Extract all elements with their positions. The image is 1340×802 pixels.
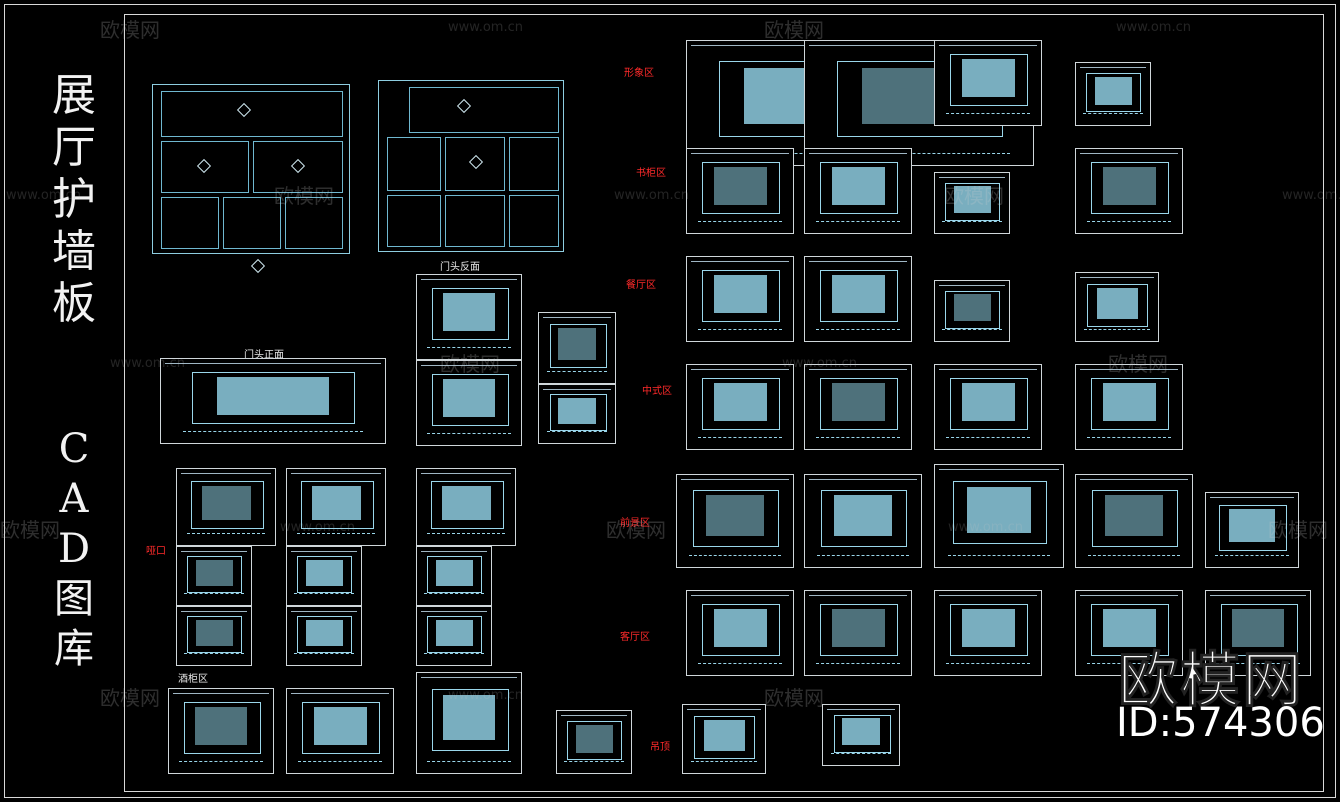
subtitle-char: D (57, 526, 91, 572)
drawing-sheet (286, 546, 362, 606)
drawing-sheet (1075, 148, 1183, 234)
drawing-sheet (556, 710, 632, 774)
drawing-sheet (176, 606, 252, 666)
watermark-brand: 欧模网 (440, 352, 500, 376)
drawing-sheet (1075, 272, 1159, 342)
drawing-sheet (686, 148, 794, 234)
drawing-sheet (538, 384, 616, 444)
drawing-sheet (934, 590, 1042, 676)
drawing-sheet (416, 360, 522, 446)
drawing-sheet (538, 312, 616, 384)
caption-door-back: 门头反面 (440, 262, 480, 273)
drawing-sheet (804, 364, 912, 450)
drawing-sheet (286, 468, 386, 546)
id-label: ID:574306 (1116, 700, 1325, 746)
watermark-brand: 欧模网 (1268, 518, 1328, 542)
watermark-url: www.om.cn (6, 188, 81, 203)
drawing-sheet (416, 468, 516, 546)
vertical-title: 展 厅 护 墙 板 (46, 70, 102, 330)
outer-frame (4, 4, 1336, 798)
zone-label-living: 客厅区 (620, 632, 650, 643)
zone-label-bedside: 前景区 (620, 518, 650, 529)
subtitle-char: A (59, 476, 89, 522)
watermark-url: www.om.cn (1282, 188, 1340, 203)
watermark-url: www.om.cn (614, 188, 689, 203)
drawing-sheet (1075, 62, 1151, 126)
floor-plan-left (152, 84, 350, 274)
drawing-sheet (1075, 590, 1183, 676)
drawing-sheet (804, 148, 912, 234)
watermark-url: www.om.cn (110, 356, 185, 371)
drawing-sheet (686, 364, 794, 450)
drawing-sheet (804, 590, 912, 676)
drawing-sheet (1075, 474, 1193, 568)
drawing-sheet (1205, 590, 1311, 676)
title-char: 厅 (52, 122, 96, 173)
watermark-url: www.om.cn (448, 20, 523, 35)
watermark-brand: 欧模网 (764, 18, 824, 42)
watermark-brand: 欧模网 (764, 686, 824, 710)
watermark-brand: 欧模网 (1108, 352, 1168, 376)
caption-door-front: 门头正面 (244, 350, 284, 361)
vertical-subtitle: C A D 图 库 (46, 424, 102, 674)
watermark-brand: 欧模网 (274, 184, 334, 208)
watermark-url: www.om.cn (1116, 20, 1191, 35)
watermark-url: www.om.cn (280, 520, 355, 535)
title-char: 板 (52, 278, 96, 329)
drawing-sheet (934, 464, 1064, 568)
drawing-sheet (686, 590, 794, 676)
drawing-sheet (416, 274, 522, 360)
drawing-sheet (160, 358, 386, 444)
drawing-sheet (1075, 364, 1183, 450)
drawing-sheet (676, 474, 794, 568)
zone-label-bookcase: 书柜区 (636, 168, 666, 179)
watermark-url: www.om.cn (782, 356, 857, 371)
drawing-sheet (416, 546, 492, 606)
subtitle-char: C (58, 426, 90, 472)
floor-plan-right (378, 80, 564, 252)
zone-label-chinese: 中式区 (642, 386, 672, 397)
watermark-brand: 欧模网 (100, 18, 160, 42)
zone-label-image: 形象区 (624, 68, 654, 79)
drawing-sheet (286, 688, 394, 774)
brand-logo: 欧模网 (1118, 646, 1304, 717)
drawing-sheet (1205, 492, 1299, 568)
watermark-brand: 欧模网 (606, 518, 666, 542)
watermark-brand: 欧模网 (944, 184, 1004, 208)
drawing-sheet (934, 40, 1042, 126)
title-char: 展 (52, 70, 96, 121)
drawing-sheet (286, 606, 362, 666)
drawing-sheet (934, 172, 1010, 234)
title-char: 护 (52, 174, 96, 225)
watermark-url: www.om.cn (948, 520, 1023, 535)
drawing-sheet (686, 256, 794, 342)
drawing-sheet (934, 280, 1010, 342)
drawing-sheet (822, 704, 900, 766)
subtitle-char: 库 (54, 626, 94, 672)
drawing-sheet (176, 546, 252, 606)
drawing-sheet (416, 672, 522, 774)
subtitle-char: 图 (54, 576, 94, 622)
drawing-sheet (682, 704, 766, 774)
zone-label-dining: 餐厅区 (626, 280, 656, 291)
watermark-url: www.om.cn (448, 688, 523, 703)
drawing-sheet (934, 364, 1042, 450)
drawing-sheet (416, 606, 492, 666)
zone-label-ceiling: 吊顶 (650, 742, 670, 753)
drawing-sheet (804, 474, 922, 568)
drawing-sheet (804, 256, 912, 342)
drawing-sheet (176, 468, 276, 546)
caption-wine-cabinet: 酒柜区 (178, 674, 208, 685)
drawing-sheet (168, 688, 274, 774)
inner-frame (124, 14, 1324, 792)
watermark-brand: 欧模网 (100, 686, 160, 710)
zone-label-arch: 哑口 (146, 546, 166, 557)
title-char: 墙 (52, 226, 96, 277)
watermark-brand: 欧模网 (0, 518, 60, 542)
